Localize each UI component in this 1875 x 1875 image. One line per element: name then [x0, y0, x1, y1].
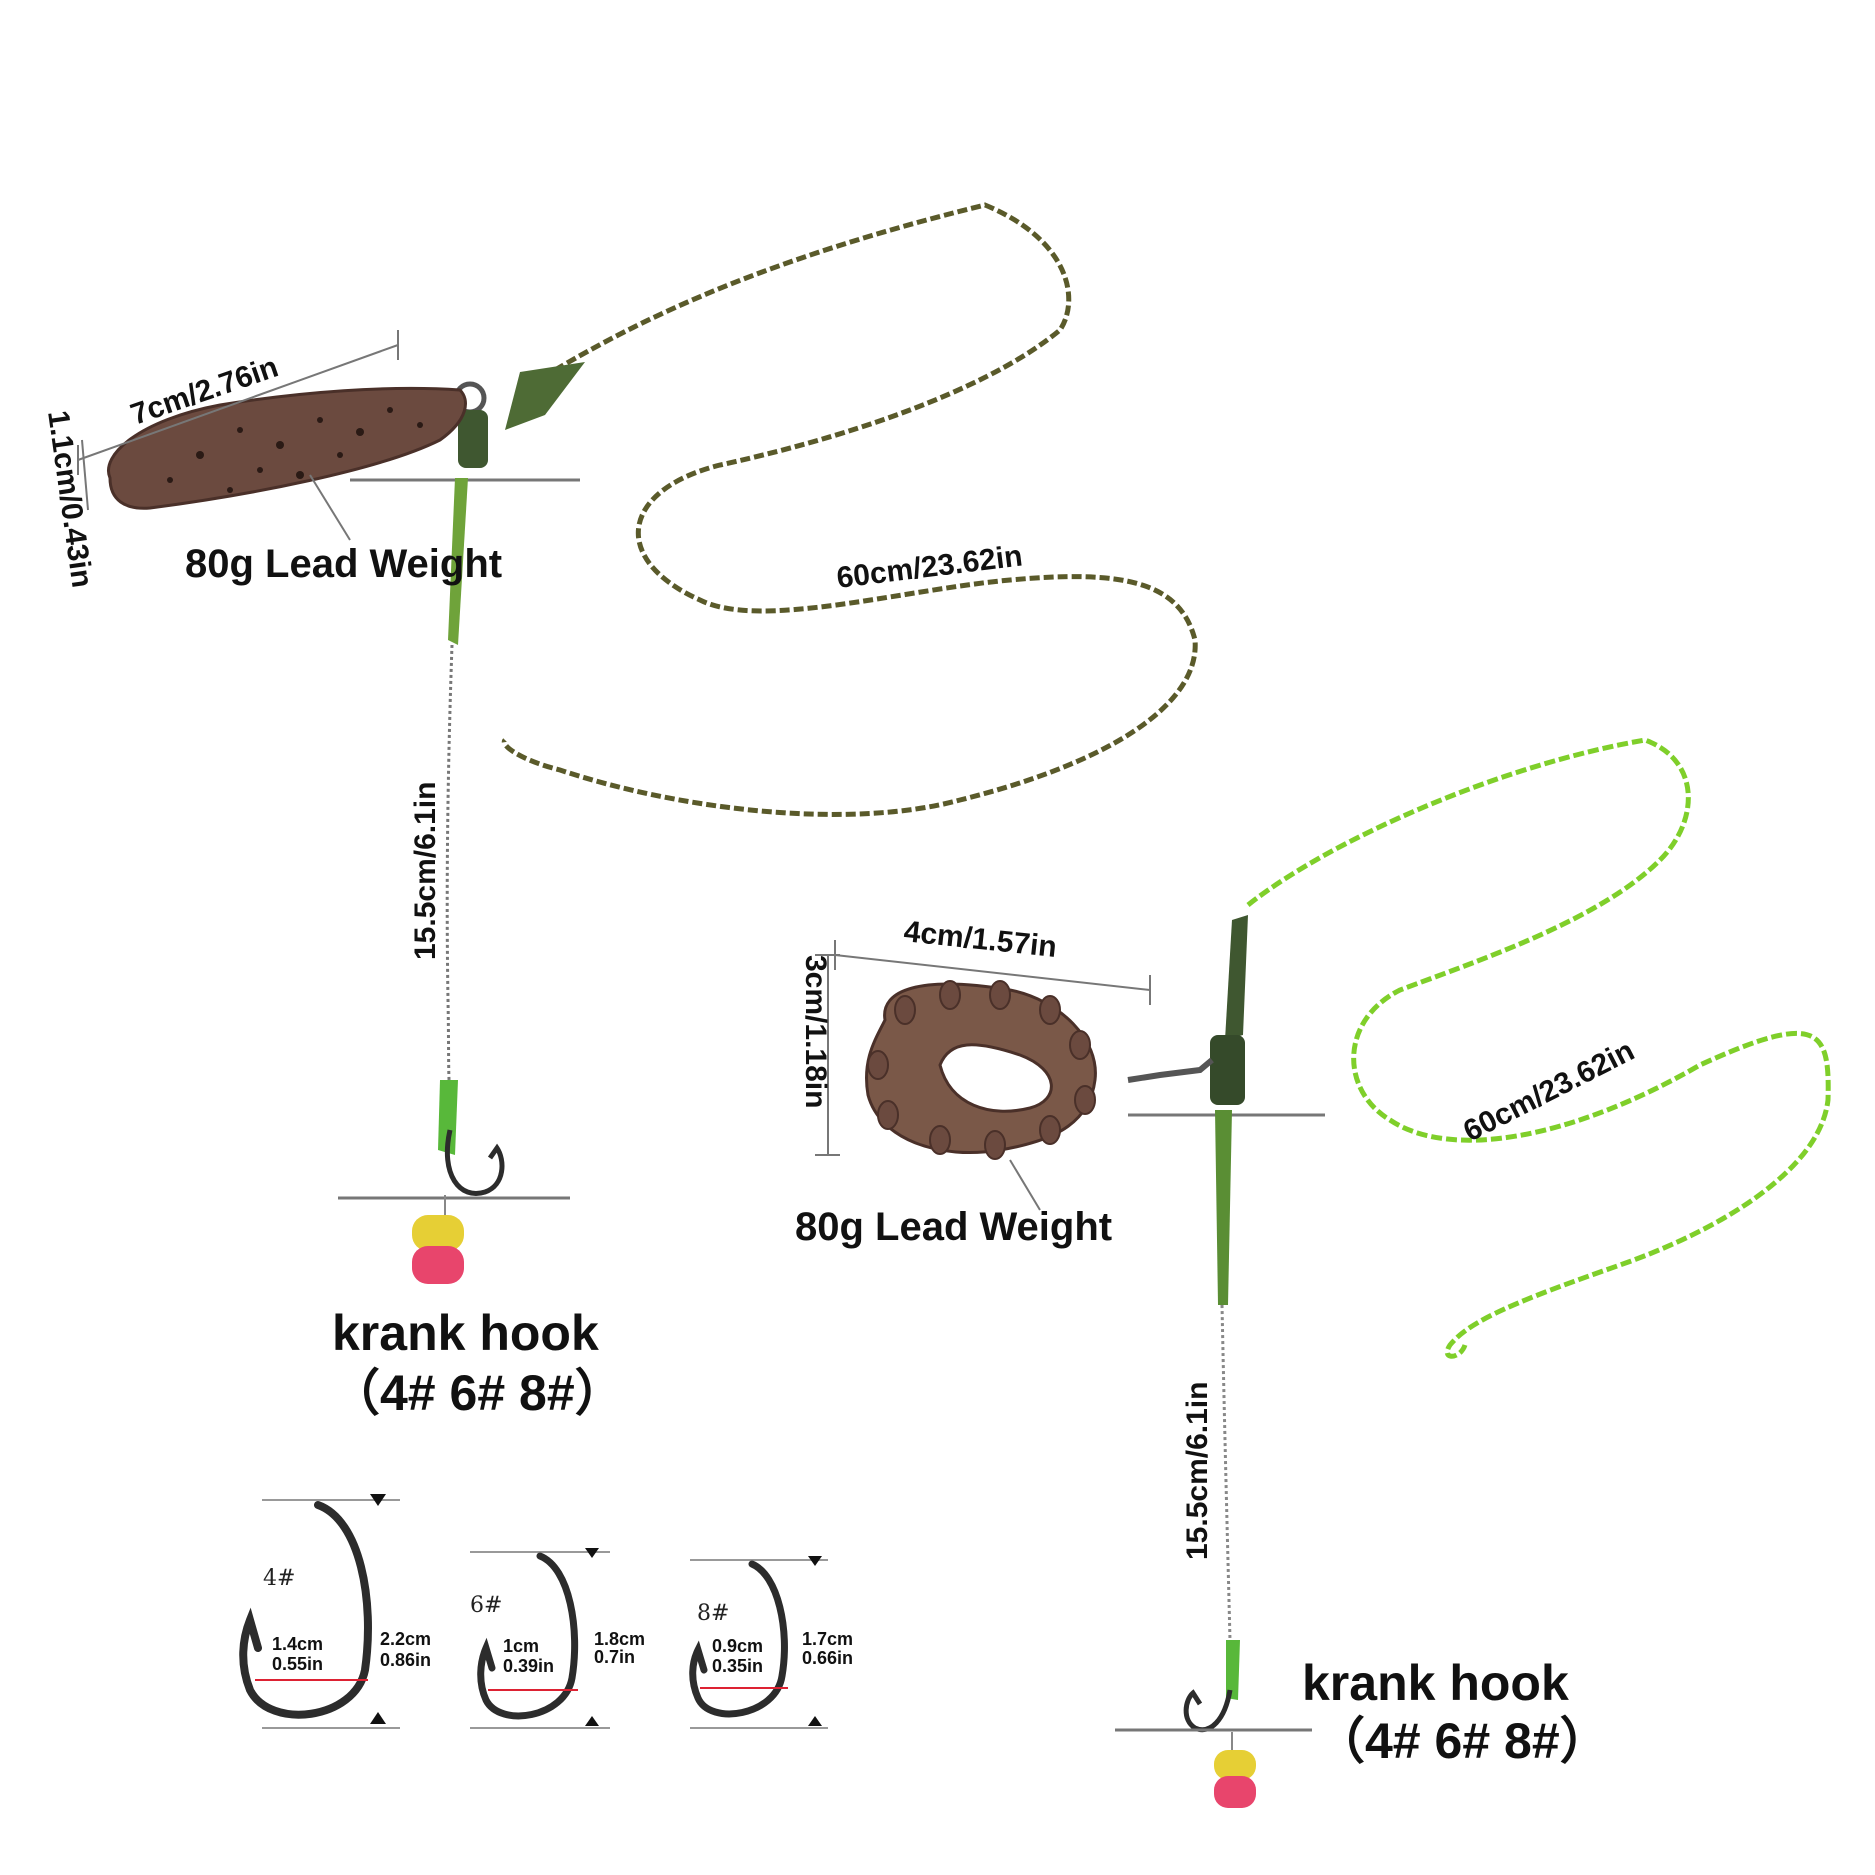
bottom-lead-studs: [867, 980, 1096, 1160]
hook-8-gap-in: 0.35in: [712, 1656, 763, 1676]
bottom-lead-leader: [1009, 1159, 1041, 1211]
bottom-hook-sleeve: [1215, 1110, 1232, 1305]
bottom-tail-rubber: [1225, 915, 1248, 1040]
bottom-lead-height-label: 3cm/1.18in: [799, 955, 832, 1108]
top-lead-clip: [458, 410, 488, 468]
top-tail-rubber: [505, 362, 585, 430]
top-shrink-tube: [438, 1080, 458, 1155]
hook-8-len-in: 0.66in: [802, 1648, 853, 1668]
top-lead-weight: [107, 386, 467, 510]
hook-8-len-cm: 1.7cm: [802, 1629, 853, 1649]
top-lead-height-label: 1.1cm/0.43in: [41, 408, 99, 589]
bottom-mainline: [1246, 737, 1831, 1359]
bottom-mainline-label: 60cm/23.62in: [1458, 1034, 1639, 1148]
bottom-shrink-tube: [1226, 1640, 1240, 1700]
top-hook-title: krank hook: [332, 1305, 599, 1361]
hook-6-size: 6#: [470, 1593, 502, 1618]
top-mainline: [501, 202, 1198, 817]
hook-8-size: 8#: [697, 1601, 729, 1626]
hook-8-shape: [689, 1560, 788, 1718]
hook-8-gap-cm: 0.9cm: [712, 1636, 763, 1656]
hook-6-shape: [477, 1552, 579, 1720]
bottom-swivel: [1127, 1057, 1214, 1083]
hook-4-len-cm: 2.2cm: [380, 1629, 431, 1649]
bottom-lead-label: 80g Lead Weight: [795, 1205, 1112, 1249]
top-hooklink-label: 15.5cm/6.1in: [409, 782, 442, 960]
top-hook-sleeve: [448, 478, 468, 645]
hook-chart-item-4: 4# 1.4cm 0.55in 2.2cm 0.86in: [239, 1494, 431, 1729]
hook-4-gap-in: 0.55in: [272, 1654, 323, 1674]
bottom-bait-yellow: [1214, 1750, 1256, 1780]
bottom-hooklink-label: 15.5cm/6.1in: [1181, 1382, 1214, 1560]
hook-chart: 4# 1.4cm 0.55in 2.2cm 0.86in 6# 1cm 0.39…: [239, 1494, 853, 1729]
top-bait-pink: [412, 1246, 464, 1284]
hook-6-gap-in: 0.39in: [503, 1656, 554, 1676]
hook-6-len-in: 0.7in: [594, 1647, 635, 1667]
bottom-lead-hole: [938, 1043, 1053, 1113]
top-hooklink: [445, 644, 454, 1091]
hook-chart-item-6: 6# 1cm 0.39in 1.8cm 0.7in: [470, 1548, 645, 1729]
top-lead-label: 80g Lead Weight: [185, 542, 502, 586]
hook-4-size: 4#: [263, 1566, 295, 1591]
top-lead-height-dimline: [81, 439, 89, 511]
top-hook-sizes: （4# 6# 8#）: [330, 1365, 625, 1421]
bottom-rig: [815, 737, 1831, 1808]
hook-4-shape: [239, 1501, 372, 1719]
top-lead-leader: [309, 474, 351, 541]
hook-6-gap-cm: 1cm: [503, 1636, 539, 1656]
bottom-hook: [1183, 1689, 1233, 1733]
top-mainline-label: 60cm/23.62in: [835, 539, 1024, 595]
bottom-hook-title: krank hook: [1302, 1655, 1569, 1711]
bottom-lead-width-label: 4cm/1.57in: [902, 915, 1058, 964]
bottom-hook-sizes: （4# 6# 8#）: [1315, 1713, 1610, 1769]
bottom-hooklink: [1220, 1304, 1232, 1641]
hook-chart-item-8: 8# 0.9cm 0.35in 1.7cm 0.66in: [689, 1556, 853, 1729]
bottom-lead-clip: [1210, 1035, 1245, 1105]
hook-4-gap-cm: 1.4cm: [272, 1634, 323, 1654]
top-lead-speckles: [167, 407, 423, 493]
top-bait-yellow: [412, 1215, 464, 1251]
hook-4-len-in: 0.86in: [380, 1650, 431, 1670]
top-hook: [444, 1129, 505, 1196]
top-lead-length-dimline: [77, 344, 399, 461]
bottom-lead-width-dimline: [834, 954, 1151, 991]
top-rig: [77, 202, 1198, 1284]
hook-6-len-cm: 1.8cm: [594, 1629, 645, 1649]
bottom-bait-pink: [1214, 1776, 1256, 1808]
